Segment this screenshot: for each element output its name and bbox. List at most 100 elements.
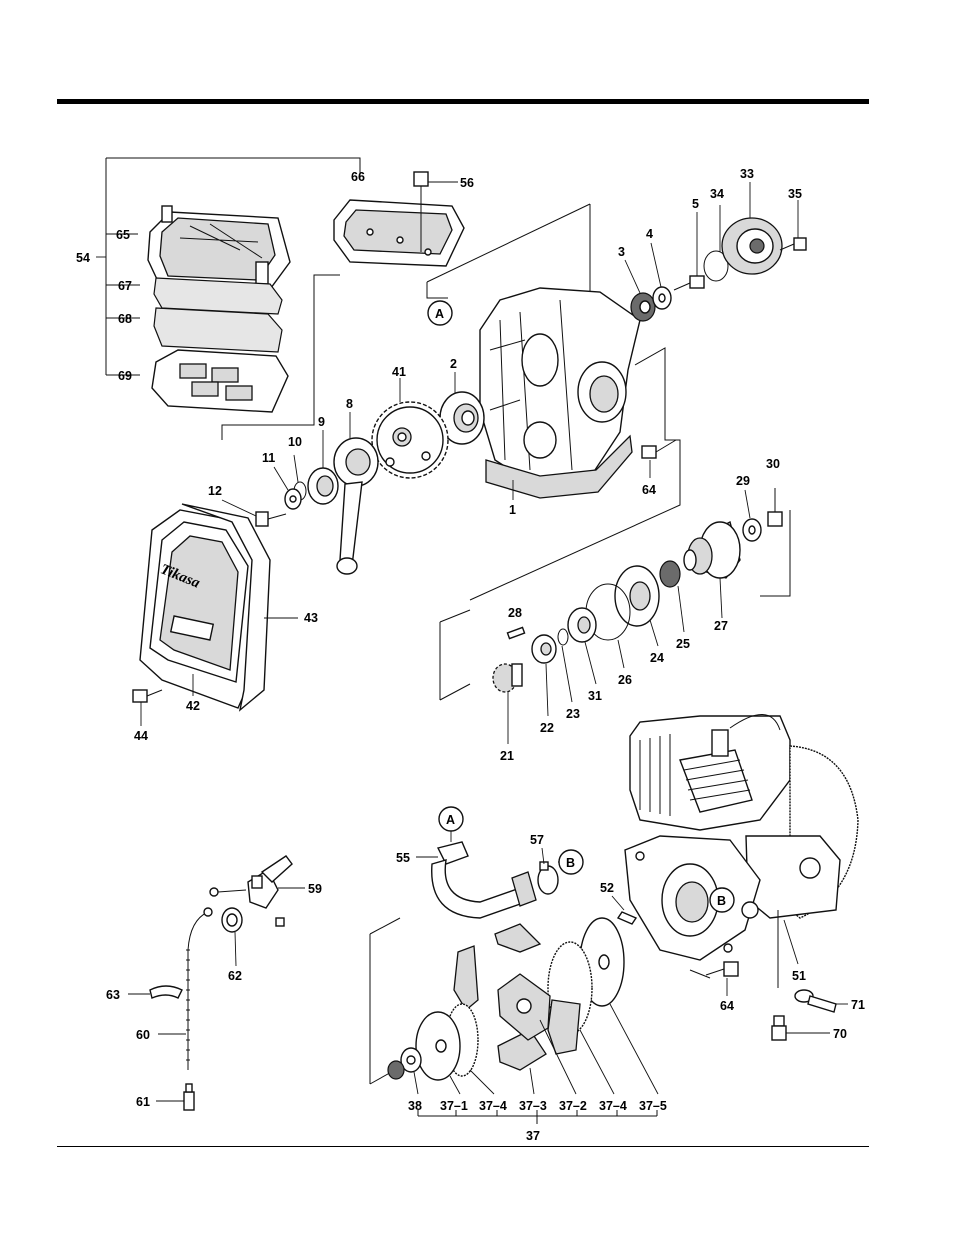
- bolt-44: [133, 690, 162, 702]
- pinion-21: [493, 664, 522, 692]
- callout-25: 25: [676, 637, 690, 651]
- ring-62: [222, 908, 242, 932]
- washer-4: [653, 287, 671, 309]
- bracket-54-top: [106, 158, 360, 180]
- callout-63: 63: [106, 988, 120, 1002]
- bearing-31: [568, 608, 596, 642]
- callout-70: 70: [833, 1027, 847, 1041]
- bolt-64-upper: [642, 440, 676, 458]
- callout-52: 52: [600, 881, 614, 895]
- bearing-22: [532, 635, 556, 663]
- callout-27: 27: [714, 619, 728, 633]
- callout-30: 30: [766, 457, 780, 471]
- ref-letter-a-bottom: A: [446, 813, 455, 827]
- callout-55: 55: [396, 851, 410, 865]
- callout-60: 60: [136, 1028, 150, 1042]
- clamp-63: [150, 986, 182, 998]
- callout-5: 5: [692, 197, 699, 211]
- washer-29: [743, 519, 761, 541]
- callout-8: 8: [346, 397, 353, 411]
- callout-26: 26: [618, 673, 632, 687]
- callout-54: 54: [76, 251, 90, 265]
- callout-51: 51: [792, 969, 806, 983]
- callout-37: 37: [526, 1129, 540, 1143]
- callout-4: 4: [646, 227, 653, 241]
- callout-42: 42: [186, 699, 200, 713]
- callout-38: 38: [408, 1099, 422, 1113]
- ref-letter-a-top: A: [435, 307, 444, 321]
- callout-65: 65: [116, 228, 130, 242]
- gear-case: [480, 288, 640, 498]
- callout-41: 41: [392, 365, 406, 379]
- clutch-plate-24: [615, 566, 659, 626]
- callout-29: 29: [736, 474, 750, 488]
- callout-71: 71: [851, 998, 865, 1012]
- callout-28: 28: [508, 606, 522, 620]
- bolt-12: [256, 512, 286, 526]
- bolt-35: [780, 238, 806, 250]
- callout-37-3: 37–3: [519, 1099, 547, 1113]
- key-52: [618, 912, 636, 924]
- bolt-30: [768, 488, 782, 526]
- callout-66: 66: [351, 170, 365, 184]
- callout-11: 11: [262, 451, 275, 465]
- gear-case-cover: Tikasa: [140, 504, 270, 710]
- nut-38: [388, 1048, 421, 1079]
- intake-pipe-55: [432, 842, 536, 918]
- callout-34: 34: [710, 187, 724, 201]
- callout-2: 2: [450, 357, 457, 371]
- callout-23: 23: [566, 707, 580, 721]
- engine-assembly: [625, 714, 858, 960]
- spark-plug-wrench-71: [795, 990, 836, 1012]
- callout-3: 3: [618, 245, 625, 259]
- callout-64-upper: 64: [642, 483, 656, 497]
- key-28: [507, 627, 524, 638]
- connecting-rod-8: [334, 438, 378, 574]
- callout-37-2: 37–2: [559, 1099, 587, 1113]
- air-cleaner-case: [152, 350, 288, 412]
- oil-seal-3: [631, 293, 655, 321]
- callout-43: 43: [304, 611, 318, 625]
- gear-41: [372, 402, 448, 478]
- callout-69: 69: [118, 369, 132, 383]
- clutch-plate-37-1: [416, 1012, 460, 1080]
- clutch-hub-37-2: [498, 974, 550, 1040]
- callout-67: 67: [118, 279, 132, 293]
- callout-44: 44: [134, 729, 148, 743]
- adjuster-61: [184, 1084, 194, 1110]
- callout-68: 68: [118, 312, 132, 326]
- clutch-drum-27: [684, 522, 740, 578]
- callout-21: 21: [500, 749, 514, 763]
- clutch-bracket-top: [370, 918, 400, 934]
- hose-clamp-57: [538, 862, 558, 894]
- bearing-9: [308, 468, 338, 504]
- callout-35: 35: [788, 187, 802, 201]
- callout-9: 9: [318, 415, 325, 429]
- callout-64-lower: 64: [720, 999, 734, 1013]
- callout-61: 61: [136, 1095, 150, 1109]
- throttle-cable-60: [186, 908, 212, 1070]
- ref-letter-b-left: B: [566, 856, 575, 870]
- callout-37-1: 37–1: [440, 1099, 468, 1113]
- air-cleaner-base: [334, 200, 464, 266]
- callout-62: 62: [228, 969, 242, 983]
- callout-37-5: 37–5: [639, 1099, 667, 1113]
- callout-37-4-a: 37–4: [479, 1099, 507, 1113]
- bolt-64-lower: [706, 962, 738, 976]
- circlip-23: [558, 629, 568, 645]
- bolt-5: [674, 276, 704, 290]
- foam-element-68: [154, 308, 282, 352]
- callout-57: 57: [530, 833, 544, 847]
- fitting-70: [772, 1016, 786, 1040]
- callout-37-4-b: 37–4: [599, 1099, 627, 1113]
- callout-10: 10: [288, 435, 302, 449]
- callout-12: 12: [208, 484, 222, 498]
- bearing-housing-33: [722, 218, 782, 274]
- callout-1: 1: [509, 503, 516, 517]
- bracket-a-link: [427, 282, 448, 298]
- ref-letter-b-right: B: [717, 894, 726, 908]
- washer-11: [285, 489, 301, 509]
- callout-56: 56: [460, 176, 474, 190]
